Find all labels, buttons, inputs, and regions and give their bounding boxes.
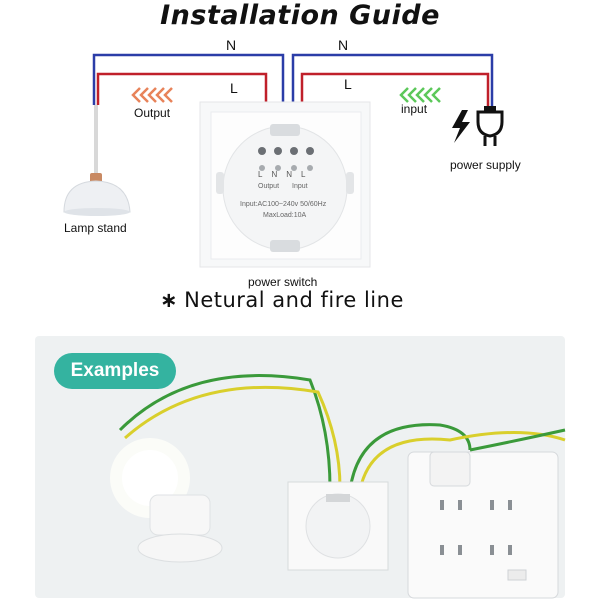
example-photo xyxy=(35,336,566,599)
terminal-n-output: N xyxy=(271,170,287,179)
live-label-right: L xyxy=(344,76,352,92)
output-label: Output xyxy=(134,106,171,120)
lamp-stand-label: Lamp stand xyxy=(64,221,127,235)
output-arrows xyxy=(131,87,173,103)
asterisk-icon: ∗ xyxy=(160,288,179,312)
lamp-icon xyxy=(63,105,131,216)
switch-spec-load: MaxLoad:10A xyxy=(263,212,307,219)
switch-input-text: Input xyxy=(292,183,308,190)
switch-panel xyxy=(199,101,371,268)
wiring-note-text: Netural and fire line xyxy=(184,288,404,312)
switch-spec-voltage: Input:AC100~240v 50/60Hz xyxy=(240,201,327,208)
examples-badge: Examples xyxy=(54,353,176,389)
page-title: Installation Guide xyxy=(160,0,440,31)
terminal-letters: LNNL xyxy=(258,170,314,179)
input-label: input xyxy=(401,102,428,116)
power-plug-icon xyxy=(476,106,504,146)
power-supply-label: power supply xyxy=(450,158,521,172)
neutral-label-left: N xyxy=(226,37,237,53)
live-label-left: L xyxy=(230,80,238,96)
terminal-l-output: L xyxy=(258,170,272,179)
switch-output-text: Output xyxy=(258,183,280,190)
lightning-icon xyxy=(452,110,470,143)
wiring-note: ∗Netural and fire line xyxy=(160,288,404,312)
power-switch-label: power switch xyxy=(248,275,318,289)
neutral-label-right: N xyxy=(338,37,349,53)
input-arrows xyxy=(399,87,441,103)
terminal-l-input: L xyxy=(301,170,315,179)
terminal-n-input: N xyxy=(286,170,302,179)
